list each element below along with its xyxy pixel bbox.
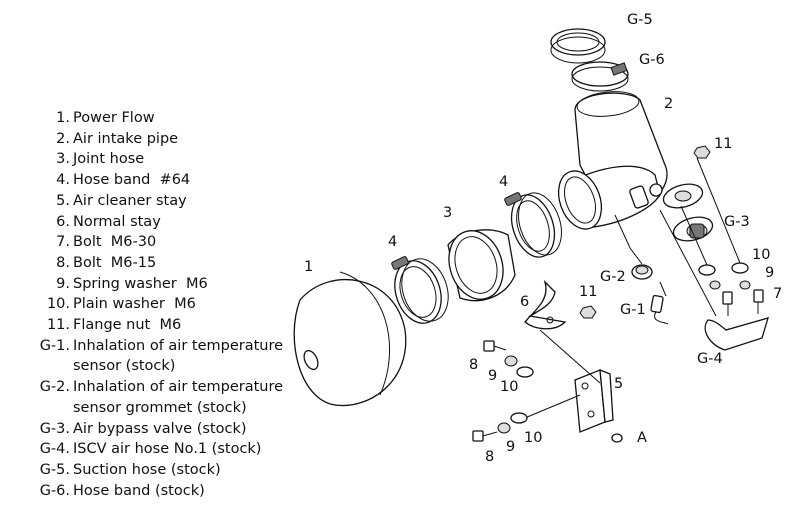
- legend-text: Plain washer M6: [73, 296, 196, 313]
- callout-labels: G-5 G-6 2 11 4 3 G-3 4 1 10 9 G-2 7 6 11…: [304, 12, 782, 465]
- legend-number: 7.: [56, 234, 70, 251]
- legend-item: 11.Flange nut M6: [6, 315, 288, 336]
- label-5: 5: [614, 376, 623, 392]
- legend-item: 6.Normal stay: [6, 212, 288, 233]
- label-g5: G-5: [627, 12, 653, 28]
- legend-number: 9.: [56, 275, 70, 292]
- legend-text: Power Flow: [73, 110, 155, 126]
- legend-item: G-2.Inhalation of air temperature sensor…: [6, 377, 288, 418]
- hose-band-upper: [504, 192, 562, 258]
- label-4-lower: 4: [388, 234, 397, 250]
- legend-item: G-1.Inhalation of air temperature sensor…: [6, 336, 288, 377]
- legend-item: 7.Bolt M6-30: [6, 232, 288, 253]
- label-8-lower: 8: [485, 449, 494, 465]
- suction-hose-ring: [550, 28, 606, 64]
- normal-stay: [524, 279, 567, 330]
- label-10-right: 10: [752, 247, 770, 263]
- legend-item: G-6.Hose band (stock): [6, 481, 288, 502]
- legend-text: Hose band #64: [73, 172, 191, 189]
- label-10-upper: 10: [500, 379, 518, 395]
- legend-text: Hose band (stock): [73, 482, 205, 499]
- legend-number: 8.: [56, 254, 70, 271]
- legend-item: 8.Bolt M6-15: [6, 253, 288, 274]
- label-g3: G-3: [724, 214, 750, 230]
- legend-number: 5.: [56, 192, 70, 209]
- label-3: 3: [443, 205, 452, 221]
- label-6: 6: [520, 294, 529, 310]
- stock-hose-band: [571, 61, 629, 92]
- label-9-lower: 9: [506, 439, 515, 455]
- legend-number: G-4.: [39, 441, 70, 458]
- label-11-top: 11: [714, 136, 732, 152]
- power-flow-filter: [293, 271, 407, 407]
- legend-text: Spring washer M6: [73, 275, 208, 292]
- label-7: 7: [773, 286, 782, 302]
- air-bypass-valve: [662, 183, 714, 242]
- legend-number: 11.: [46, 317, 70, 334]
- legend-item: G-5.Suction hose (stock): [6, 460, 288, 481]
- legend-item: 10.Plain washer M6: [6, 294, 288, 315]
- label-g6: G-6: [639, 52, 665, 68]
- label-g1: G-1: [620, 302, 646, 318]
- label-11-lower: 11: [579, 284, 597, 300]
- legend-text: Joint hose: [73, 151, 145, 168]
- legend-number: G-1.: [39, 337, 70, 354]
- legend-number: G-6.: [39, 482, 70, 499]
- legend-text: ISCV air hose No.1 (stock): [73, 441, 262, 458]
- label-1: 1: [304, 259, 313, 275]
- temperature-sensor: [650, 281, 669, 325]
- legend-text: Bolt M6-30: [73, 234, 157, 251]
- legend-item: 9.Spring washer M6: [6, 274, 288, 295]
- legend-text: Air intake pipe: [73, 130, 179, 147]
- label-9-upper: 9: [488, 368, 497, 384]
- legend-number: G-2.: [39, 379, 70, 396]
- legend-text: Bolt M6-15: [73, 254, 157, 271]
- legend-text: Normal stay: [73, 213, 161, 230]
- legend-item: 1.Power Flow: [6, 108, 288, 129]
- iscv-air-hose: [659, 209, 769, 351]
- legend-text: Air cleaner stay: [73, 192, 187, 209]
- label-9-right: 9: [765, 265, 774, 281]
- legend-number: 6.: [56, 213, 70, 230]
- legend-number: 1.: [56, 110, 70, 126]
- legend-item: 4.Hose band #64: [6, 170, 288, 191]
- legend-number: 10.: [46, 296, 70, 313]
- legend-number: 2.: [56, 130, 70, 147]
- legend-text: Suction hose (stock): [73, 461, 221, 478]
- label-a: A: [637, 430, 647, 446]
- legend-number: 4.: [56, 172, 70, 189]
- legend-item: 5.Air cleaner stay: [6, 191, 288, 212]
- legend-text: Flange nut M6: [73, 317, 182, 334]
- label-4-upper: 4: [499, 174, 508, 190]
- legend-item: G-3.Air bypass valve (stock): [6, 419, 288, 440]
- hose-band-lower: [391, 256, 449, 324]
- legend-number: G-3.: [39, 420, 70, 437]
- label-g4: G-4: [697, 351, 723, 367]
- washers-bolts-right: [680, 157, 764, 316]
- legend-number: 3.: [56, 151, 70, 168]
- label-g2: G-2: [600, 269, 626, 285]
- flange-nut-lower: [579, 305, 597, 319]
- legend-item: 3.Joint hose: [6, 149, 288, 170]
- air-intake-pipe: [557, 91, 668, 230]
- air-cleaner-stay: [519, 329, 623, 443]
- flange-nut-top: [693, 145, 711, 159]
- legend-text: Inhalation of air temperature sensor gro…: [73, 379, 284, 416]
- legend-item: 2.Air intake pipe: [6, 129, 288, 150]
- label-2: 2: [664, 96, 673, 112]
- legend-text: Air bypass valve (stock): [73, 420, 247, 437]
- legend-item: G-4.ISCV air hose No.1 (stock): [6, 439, 288, 460]
- sensor-grommet: [614, 214, 653, 280]
- label-8-upper: 8: [469, 357, 478, 373]
- joint-hose: [447, 229, 516, 302]
- washers-bolts-left: [472, 340, 534, 442]
- legend-text: Inhalation of air temperature sensor (st…: [73, 337, 284, 375]
- label-10-lower: 10: [524, 430, 542, 446]
- legend-number: G-5.: [39, 461, 70, 478]
